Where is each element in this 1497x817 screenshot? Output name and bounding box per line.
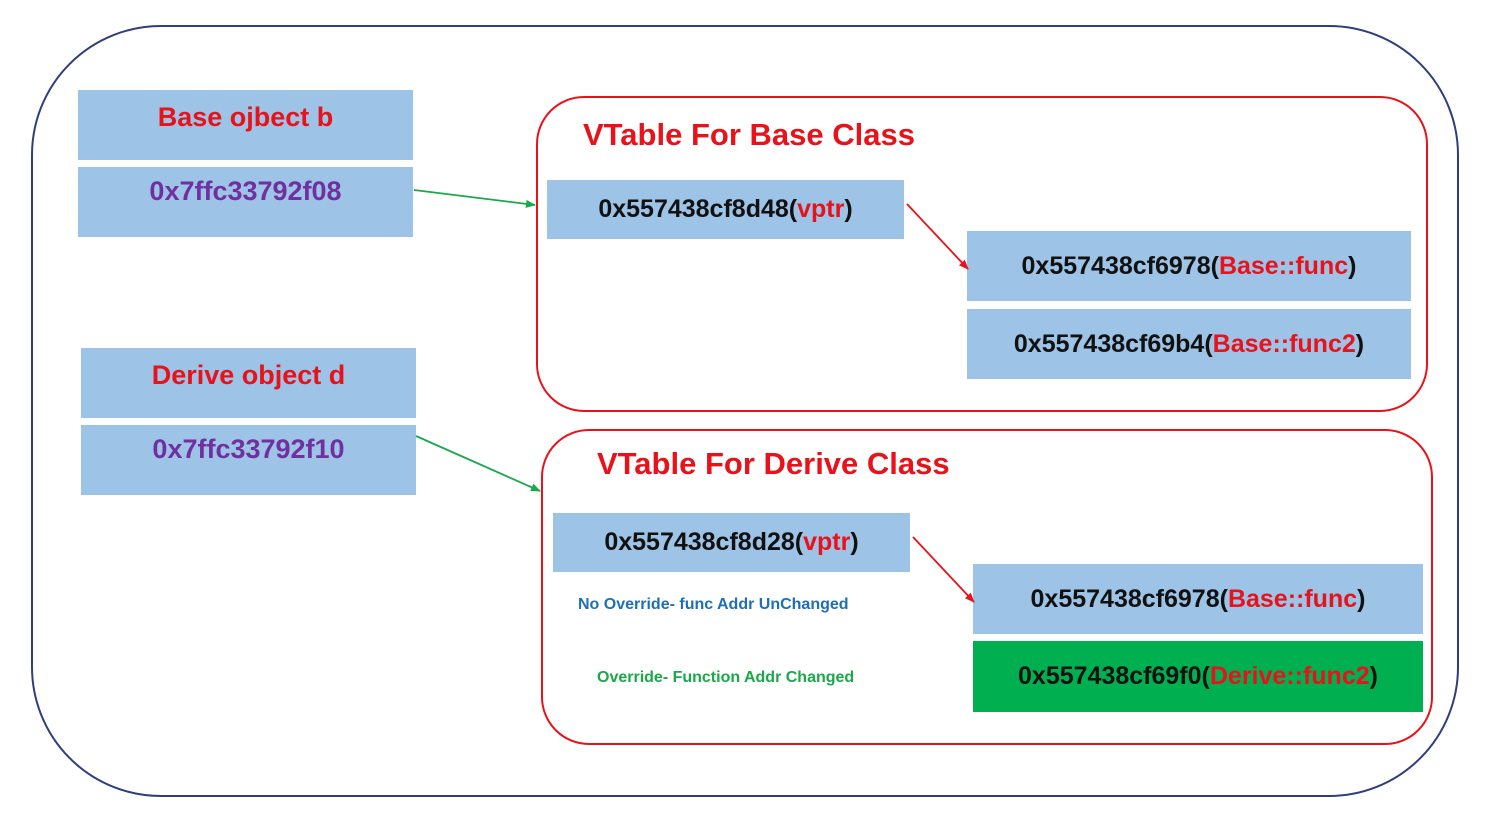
vtable-base-group — [536, 96, 1428, 412]
base-vptr-to-entries-arrow — [906, 203, 969, 270]
entry-address: 0x557438cf6978( — [1030, 584, 1228, 613]
derive-object-title: Derive object d — [81, 348, 416, 418]
vtable-base-entry-func2: 0x557438cf69b4(Base::func2) — [967, 309, 1411, 379]
entry-address: 0x557438cf69b4( — [1013, 329, 1213, 358]
vtable-derive-group — [541, 429, 1433, 745]
vptr-label: vptr — [803, 528, 851, 556]
vtable-derive-vptr: 0x557438cf8d28(vptr) — [553, 513, 910, 572]
base-object-title: Base ojbect b — [78, 90, 413, 160]
entry-label: Base::func2 — [1212, 329, 1356, 358]
derive-object-address: 0x7ffc33792f10 — [81, 425, 416, 495]
vtable-derive-title: VTable For Derive Class — [597, 446, 950, 481]
entry-close: ) — [1355, 329, 1365, 358]
entry-label: Base::func — [1227, 584, 1358, 613]
vtable-base-title: VTable For Base Class — [583, 117, 915, 152]
vtable-base-vptr: 0x557438cf8d48(vptr) — [547, 180, 904, 239]
vtable-derive-entry-func2-overridden: 0x557438cf69f0(Derive::func2) — [973, 641, 1423, 712]
vptr-close: ) — [844, 195, 853, 223]
entry-address: 0x557438cf69f0( — [1018, 662, 1210, 690]
base-object-to-vtable-arrow — [413, 189, 536, 208]
vptr-close: ) — [850, 528, 859, 556]
vtable-derive-entry-func: 0x557438cf6978(Base::func) — [973, 564, 1423, 634]
no-override-note: No Override- func Addr UnChanged — [578, 596, 849, 613]
entry-close: ) — [1348, 251, 1357, 280]
override-note: Override- Function Addr Changed — [597, 669, 855, 686]
vptr-label: vptr — [797, 195, 845, 223]
vtable-base-entry-func: 0x557438cf6978(Base::func) — [967, 231, 1411, 301]
vptr-address: 0x557438cf8d48( — [598, 195, 798, 223]
entry-address: 0x557438cf6978( — [1021, 251, 1219, 280]
base-object-address: 0x7ffc33792f08 — [78, 167, 413, 237]
entry-close: ) — [1357, 584, 1366, 613]
derive-vptr-to-entries-arrow — [912, 536, 975, 603]
entry-label: Base::func — [1218, 251, 1349, 280]
vptr-address: 0x557438cf8d28( — [604, 528, 804, 556]
diagram-frame — [31, 25, 1459, 797]
entry-close: ) — [1369, 662, 1378, 690]
entry-label: Derive::func2 — [1209, 662, 1370, 690]
derive-object-to-vtable-arrow — [415, 435, 541, 492]
